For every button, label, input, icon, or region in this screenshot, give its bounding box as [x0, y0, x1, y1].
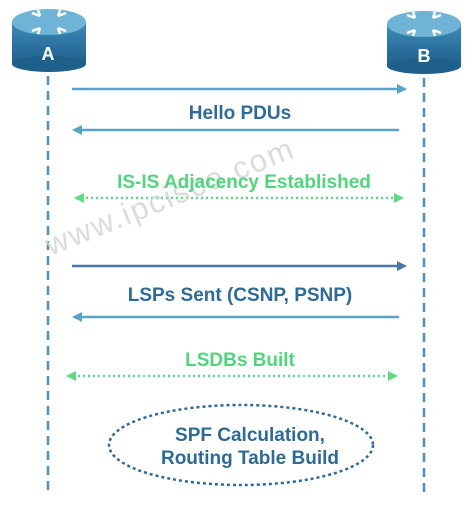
lsdbs-built-label: LSDBs Built [185, 350, 295, 371]
spf-ellipse [107, 403, 375, 487]
adjacency-label: IS-IS Adjacency Established [117, 172, 371, 193]
lsps-sent-label: LSPs Sent (CSNP, PSNP) [127, 285, 353, 306]
hello-pdus-label: Hello PDUs [188, 103, 292, 124]
spf-line-1: SPF Calculation, [175, 425, 325, 446]
router-b-label: B [417, 46, 431, 66]
router-a-label: A [41, 44, 55, 64]
spf-line-2: Routing Table Build [160, 448, 339, 469]
spf-text: SPF Calculation, Routing Table Build [130, 424, 370, 470]
router-a-icon [12, 9, 86, 72]
router-b-icon [387, 11, 461, 74]
